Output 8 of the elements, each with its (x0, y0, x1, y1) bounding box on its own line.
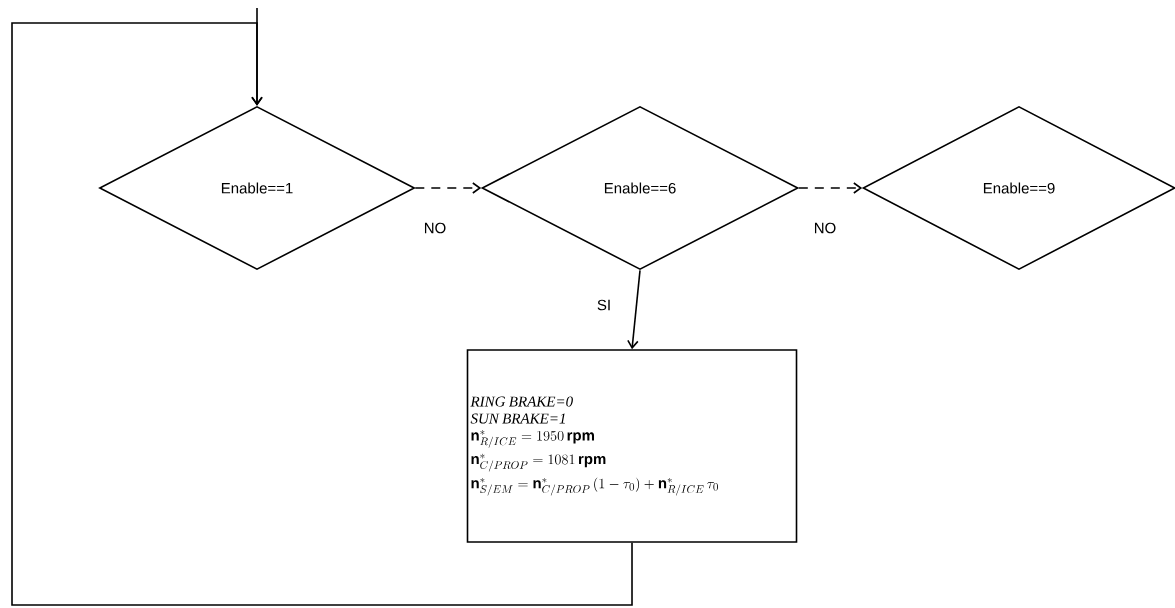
edge-label: NO (812, 221, 838, 235)
arrow (11, 22, 633, 606)
process-box: RING BRAKE=0 SUN BRAKE=1 $\mathbf{n}^{*}_{R/ICE}=1950\,\mathbf{rpm}$ $\mathbf{n}^{*}_{C/PROP}=1081\,\mathbf{rpm}$ $\mathbf{n}^{*}_{S/EM}=\mathbf{n}^{*}_{C/PROP}\left(1-\tau_0\right)+\mathbf{n}^{*}_{R/ICE}\,\tau_0$ (466, 349, 798, 543)
arrow (627, 269, 641, 350)
arrow (414, 182, 482, 194)
arrow (798, 182, 863, 194)
edge-label: SI (595, 298, 613, 312)
edge-label: NO (422, 221, 448, 235)
